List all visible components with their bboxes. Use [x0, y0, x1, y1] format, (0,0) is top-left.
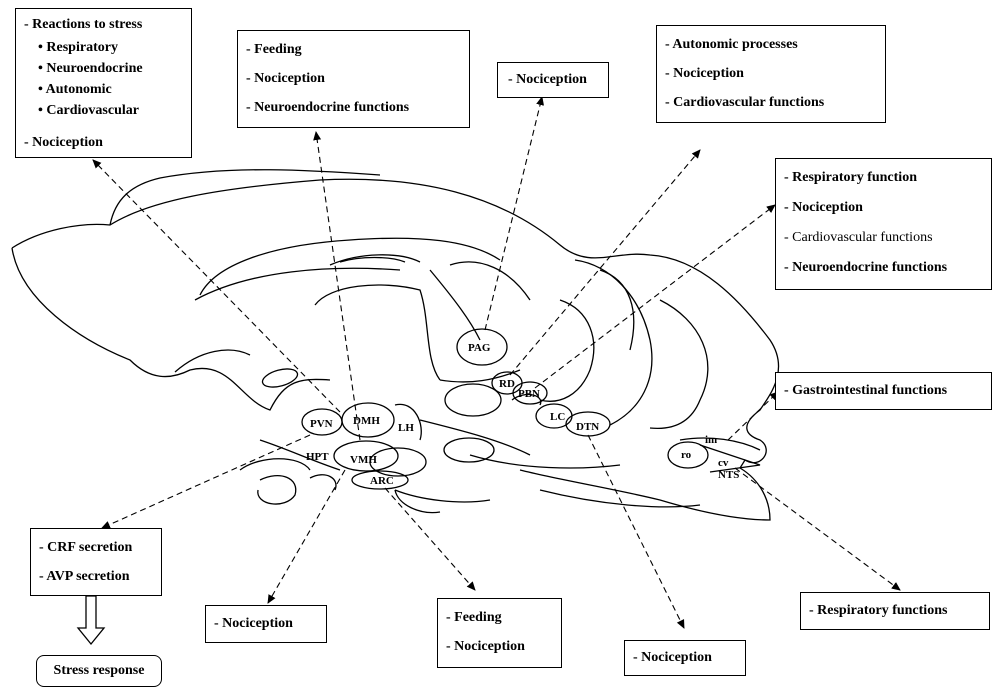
box-nociception-bottom-left: - Nociception: [205, 605, 327, 643]
stress-footer: - Nociception: [24, 135, 103, 150]
region-nts: NTS: [718, 469, 739, 481]
brain-outline: [11, 169, 780, 521]
arrow-dmh-to-stress: [92, 159, 341, 413]
region-hpt: HPT: [306, 451, 329, 463]
stress-response-arrow: [76, 595, 106, 646]
region-lh: LH: [398, 422, 414, 434]
arrow-vmh-to-nociception-bottom-left: [267, 469, 346, 604]
region-pbn: PBN: [518, 388, 540, 400]
box-stress-response: Stress response: [36, 655, 162, 687]
arrow-nts-to-respiratory-bottom: [734, 467, 901, 591]
box-reactions-to-stress: - Reactions to stress • Respiratory • Ne…: [15, 8, 192, 158]
stress-item: • Cardiovascular: [38, 103, 139, 118]
nuclei: [301, 328, 761, 490]
arrow-lc-to-nociception-bottom-right: [587, 434, 685, 629]
box-autonomic: - Autonomic processes - Nociception - Ca…: [656, 25, 886, 123]
box-feeding-top: - Feeding - Nociception - Neuroendocrine…: [237, 30, 470, 128]
region-vmh: VMH: [350, 454, 377, 466]
arrow-pvn-to-crf: [101, 434, 311, 529]
region-dmh: DMH: [353, 415, 380, 427]
box-feeding-bottom: - Feeding - Nociception: [437, 598, 562, 668]
arrow-rd-to-autonomic: [509, 149, 701, 376]
region-arc: ARC: [370, 475, 394, 487]
stress-item: • Neuroendocrine: [38, 61, 143, 76]
arrow-pag-to-nociception-top: [484, 96, 544, 331]
region-cv: cv: [718, 457, 729, 469]
region-im: im: [705, 434, 717, 446]
region-dtn: DTN: [576, 421, 599, 433]
stress-item: • Autonomic: [38, 82, 112, 97]
box-crf: - CRF secretion - AVP secretion: [30, 528, 162, 596]
box-gastro: - Gastrointestinal functions: [775, 372, 992, 410]
arrow-nts-to-gastro: [727, 391, 779, 441]
region-pag: PAG: [468, 342, 491, 354]
box-respiratory-bottom: - Respiratory functions: [800, 592, 990, 630]
box-nociception-bottom-right: - Nociception: [624, 640, 746, 676]
box-nociception-top: - Nociception: [497, 62, 609, 98]
region-rd: RD: [499, 378, 515, 390]
arrow-pbn-to-respiratory: [534, 204, 776, 389]
region-ro: ro: [681, 449, 692, 461]
region-labels: PVN DMH LH HPT VMH ARC PAG RD PBN LC DTN…: [306, 342, 739, 487]
box-respiratory-right: - Respiratory function - Nociception - C…: [775, 158, 992, 290]
stress-heading: - Reactions to stress: [24, 17, 143, 32]
region-pvn: PVN: [310, 418, 333, 430]
region-lc: LC: [550, 411, 565, 423]
arrows: [92, 96, 901, 629]
stress-item: • Respiratory: [38, 40, 118, 55]
arrow-arc-to-feeding-bottom: [384, 487, 476, 591]
arrow-vmh-to-feeding-top: [313, 131, 361, 441]
